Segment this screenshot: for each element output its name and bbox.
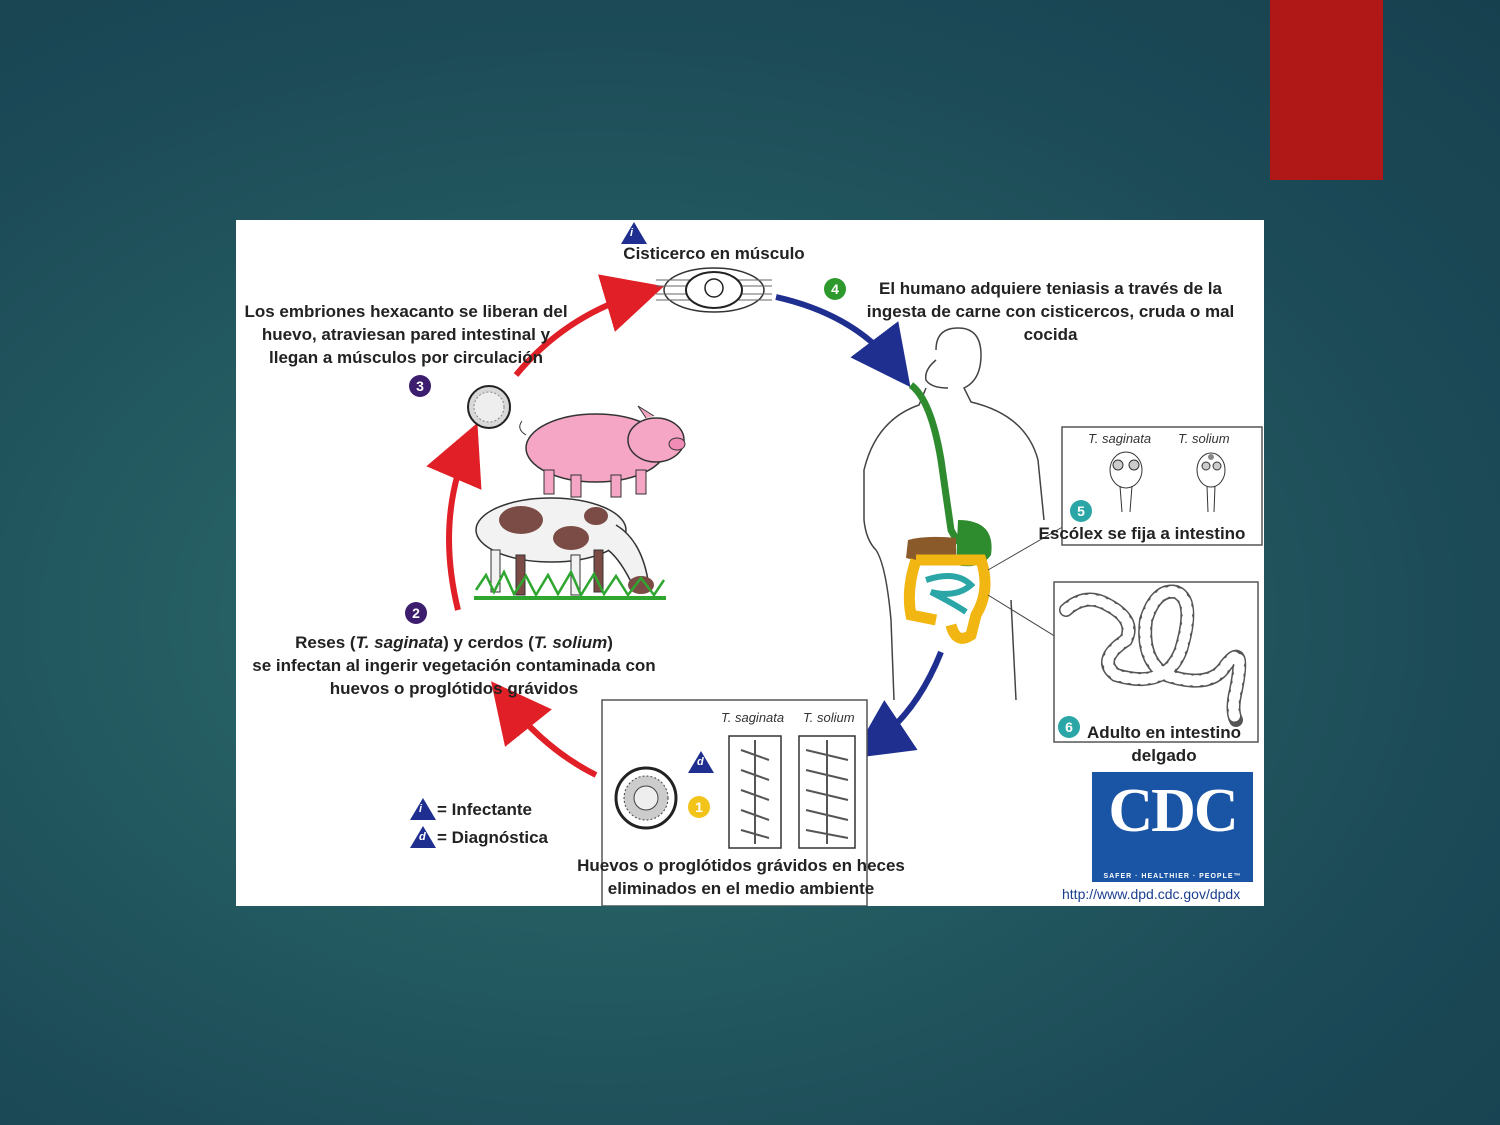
stage-2-text-rest: se infectan al ingerir vegetación contam… bbox=[238, 654, 670, 700]
legend-infective-icon: i bbox=[410, 798, 436, 820]
stage-1-text: Huevos o proglótidos grávidos en heces e… bbox=[556, 854, 926, 900]
slide-accent-tab bbox=[1270, 0, 1383, 180]
stage-2-badge: 2 bbox=[405, 602, 427, 624]
legend-diagnostic-icon: d bbox=[410, 826, 436, 848]
stage-4-badge: 4 bbox=[824, 278, 846, 300]
infective-symbol: i bbox=[630, 227, 633, 239]
scolex-species-a: T. saginata bbox=[1088, 431, 1151, 446]
cdc-tagline: SAFER · HEALTHIER · PEOPLE™ bbox=[1092, 873, 1253, 880]
hexacanth-embryo-icon bbox=[468, 386, 510, 428]
legend-diagnostic-label: = Diagnóstica bbox=[437, 826, 548, 849]
cdc-logo-text: CDC bbox=[1092, 776, 1253, 847]
stage-6-text: Adulto en intestino delgado bbox=[1076, 721, 1252, 767]
stage-2-species-b: T. solium bbox=[534, 633, 607, 652]
stage-2-text-pre: Reses ( bbox=[295, 633, 355, 652]
cdc-url: http://www.dpd.cdc.gov/dpdx bbox=[1062, 886, 1240, 902]
legend-diagnostic-symbol: d bbox=[419, 831, 426, 843]
pig-icon bbox=[520, 406, 685, 497]
stage-4-text: El humano adquiere teniasis a través de … bbox=[848, 277, 1253, 346]
scolex-species-b: T. solium bbox=[1178, 431, 1230, 446]
infective-stage-icon: i bbox=[621, 222, 647, 244]
stage-2-text: Reses (T. saginata) y cerdos (T. solium)… bbox=[238, 631, 670, 700]
stage-2-text-post: ) bbox=[607, 633, 613, 652]
legend-infective-label: = Infectante bbox=[437, 798, 532, 821]
stage-3-text: Los embriones hexacanto se liberan del h… bbox=[236, 300, 576, 369]
cdc-logo: CDC SAFER · HEALTHIER · PEOPLE™ bbox=[1092, 772, 1253, 882]
diagnostic-symbol: d bbox=[697, 756, 704, 768]
arrow-1-to-2 bbox=[506, 700, 596, 775]
stage-5-text: Escólex se fija a intestino bbox=[1022, 522, 1262, 545]
arrow-2-to-3 bbox=[449, 445, 468, 610]
stage-2-text-mid: ) y cerdos ( bbox=[443, 633, 534, 652]
stage-5-badge: 5 bbox=[1070, 500, 1092, 522]
proglottid-species-b: T. solium bbox=[803, 710, 855, 725]
life-cycle-diagram: i Cisticerco en músculo 4 El humano adqu… bbox=[236, 220, 1264, 906]
stage-2-species-a: T. saginata bbox=[356, 633, 444, 652]
proglottid-species-a: T. saginata bbox=[721, 710, 784, 725]
stage-1-badge: 1 bbox=[688, 796, 710, 818]
adult-worm-box bbox=[1054, 582, 1258, 742]
diagnostic-stage-icon: d bbox=[688, 751, 714, 773]
legend-infective-symbol: i bbox=[419, 803, 422, 815]
stage-i-label: Cisticerco en músculo bbox=[604, 242, 824, 265]
cow-icon bbox=[474, 498, 666, 598]
cysticercus-muscle-icon bbox=[656, 268, 772, 312]
arrow-6-to-1 bbox=[871, 652, 941, 745]
stage-3-badge: 3 bbox=[409, 375, 431, 397]
human-digestive-icon bbox=[864, 328, 1066, 700]
